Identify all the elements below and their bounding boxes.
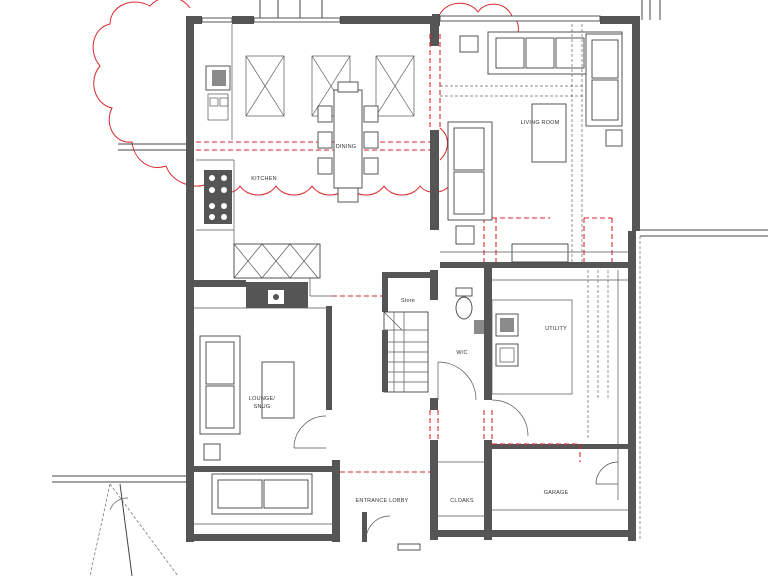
garage-fittings <box>492 236 641 540</box>
wc-fittings <box>437 287 484 401</box>
garage-label: GARAGE <box>544 490 569 496</box>
store-label: Store <box>401 298 415 304</box>
dining-label: DINING <box>336 144 356 150</box>
proposed-lines <box>196 34 613 473</box>
living-room-label: LIVING ROOM <box>521 120 560 126</box>
lounge-label-line1: LOUNGE/ <box>249 396 275 402</box>
kitchen-label: KITCHEN <box>251 176 277 182</box>
windows <box>52 0 768 483</box>
utility-fittings <box>491 270 628 500</box>
walls <box>186 14 640 542</box>
lounge-furniture <box>194 307 332 525</box>
stairs <box>382 311 429 393</box>
site-lines <box>89 483 179 576</box>
canopy-outline-right <box>439 2 519 47</box>
utility-label: UTILITY <box>545 326 567 332</box>
dining-table <box>317 81 379 203</box>
cloaks-label: CLOAKS <box>450 498 474 504</box>
entrance-lobby-label: ENTRANCE LOBBY <box>356 498 409 504</box>
wc-label: W/C <box>456 350 467 356</box>
entrance-fittings <box>362 461 484 551</box>
lounge-label-line2: SNUG <box>254 404 271 410</box>
living-room-furniture <box>440 24 632 263</box>
kitchen-fittings <box>196 24 334 308</box>
